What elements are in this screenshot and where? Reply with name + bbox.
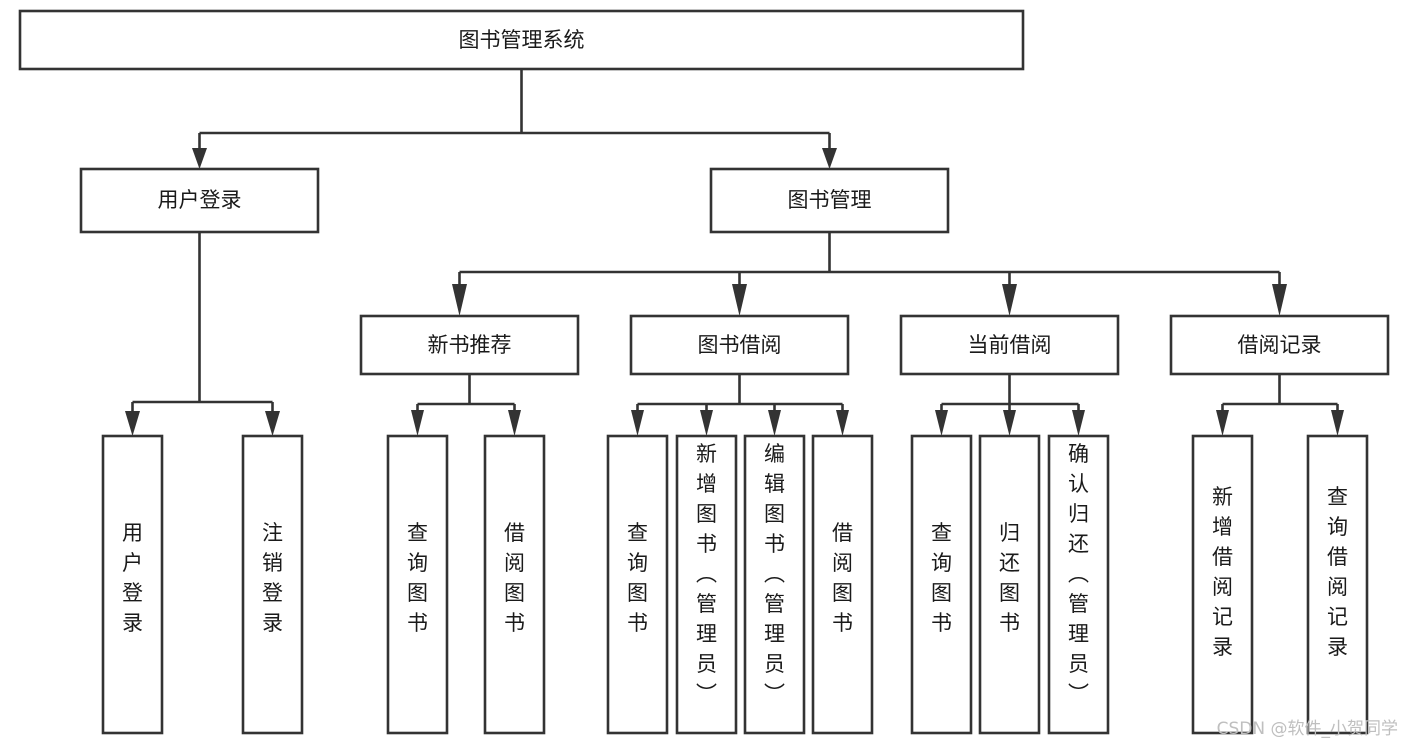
node-leaf-user-login-label: 用户登录 [122, 521, 143, 635]
node-user-login-label: 用户登录 [158, 188, 242, 212]
node-leaf-add-record-label: 新增借阅记录 [1212, 485, 1233, 659]
node-leaf-logout-label: 注销登录 [262, 521, 283, 635]
node-leaf-logout[interactable]: 注销登录 [241, 434, 304, 735]
node-leaf-edit-book[interactable]: 编辑图书︵管理员︶ [743, 434, 806, 735]
node-leaf-borrow-book-1-box[interactable] [483, 434, 546, 735]
node-leaf-return-book-label: 归还图书 [999, 521, 1020, 635]
node-leaf-confirm-return-label: 确认归还︵管理员︶ [1068, 442, 1089, 706]
node-leaf-query-record[interactable]: 查询借阅记录 [1306, 434, 1369, 735]
arrow-to-leaf-edit-book [768, 410, 781, 436]
node-book-borrow[interactable]: 图书借阅 [629, 314, 850, 376]
node-root-box[interactable] [18, 9, 1025, 71]
node-leaf-query-book-2-box[interactable] [606, 434, 669, 735]
node-leaf-query-book-1-label: 查询图书 [407, 521, 428, 635]
node-leaf-borrow-book-2[interactable]: 借阅图书 [811, 434, 874, 735]
node-leaf-user-login-box[interactable] [101, 434, 164, 735]
node-leaf-return-book[interactable]: 归还图书 [978, 434, 1041, 735]
arrow-to-new-book-rec [452, 284, 467, 316]
arrow-to-leaf-query-book-2 [631, 410, 644, 436]
node-borrow-record[interactable]: 借阅记录 [1169, 314, 1390, 376]
node-leaf-edit-book-label: 编辑图书︵管理员︶ [764, 442, 785, 706]
node-current-borrow[interactable]: 当前借阅 [899, 314, 1120, 376]
node-new-book-rec-box[interactable] [359, 314, 580, 376]
node-user-login-box[interactable] [79, 167, 320, 234]
node-new-book-rec-label: 新书推荐 [428, 333, 512, 357]
arrow-to-leaf-return-book [1003, 410, 1016, 436]
node-book-manage[interactable]: 图书管理 [709, 167, 950, 234]
arrow-to-leaf-user-login [125, 411, 140, 436]
node-leaf-query-book-1-box[interactable] [386, 434, 449, 735]
node-book-manage-label: 图书管理 [788, 188, 872, 212]
node-book-borrow-box[interactable] [629, 314, 850, 376]
arrow-to-leaf-logout [265, 411, 280, 436]
node-root[interactable]: 图书管理系统 [18, 9, 1025, 71]
arrow-to-leaf-add-record [1216, 410, 1229, 436]
arrow-to-leaf-add-book [700, 410, 713, 436]
node-leaf-query-book-3-label: 查询图书 [931, 521, 952, 635]
node-leaf-edit-book-box[interactable] [743, 434, 806, 735]
watermark-label: CSDN @软件_小贺同学 [1217, 719, 1398, 739]
node-leaf-query-book-1[interactable]: 查询图书 [386, 434, 449, 735]
node-leaf-add-book-box[interactable] [675, 434, 738, 735]
arrow-root-to-book-manage [822, 148, 837, 169]
node-leaf-add-book-label: 新增图书︵管理员︶ [696, 442, 717, 706]
connector-layer [125, 69, 1344, 436]
arrow-to-book-borrow [732, 284, 747, 316]
arrow-to-current-borrow [1002, 284, 1017, 316]
node-leaf-add-record[interactable]: 新增借阅记录 [1191, 434, 1254, 735]
node-leaf-logout-box[interactable] [241, 434, 304, 735]
node-leaf-query-record-box[interactable] [1306, 434, 1369, 735]
arrow-to-leaf-query-book-1 [411, 410, 424, 436]
node-borrow-record-box[interactable] [1169, 314, 1390, 376]
node-leaf-borrow-book-2-box[interactable] [811, 434, 874, 735]
node-current-borrow-label: 当前借阅 [968, 333, 1052, 357]
node-leaf-add-book[interactable]: 新增图书︵管理员︶ [675, 434, 738, 735]
arrow-to-leaf-borrow-book-1 [508, 410, 521, 436]
node-leaf-confirm-return-box[interactable] [1047, 434, 1110, 735]
node-leaf-add-record-box[interactable] [1191, 434, 1254, 735]
arrow-to-leaf-query-record [1331, 410, 1344, 436]
node-current-borrow-box[interactable] [899, 314, 1120, 376]
node-book-borrow-label: 图书借阅 [698, 333, 782, 357]
arrow-to-leaf-confirm-return [1072, 410, 1085, 436]
node-leaf-borrow-book-1[interactable]: 借阅图书 [483, 434, 546, 735]
node-leaf-borrow-book-2-label: 借阅图书 [832, 521, 853, 635]
node-leaf-borrow-book-1-label: 借阅图书 [504, 521, 525, 635]
node-user-login[interactable]: 用户登录 [79, 167, 320, 234]
node-borrow-record-label: 借阅记录 [1238, 333, 1322, 357]
node-leaf-query-book-3[interactable]: 查询图书 [910, 434, 973, 735]
node-new-book-rec[interactable]: 新书推荐 [359, 314, 580, 376]
node-leaf-user-login[interactable]: 用户登录 [101, 434, 164, 735]
arrow-to-borrow-record [1272, 284, 1287, 316]
node-leaf-return-book-box[interactable] [978, 434, 1041, 735]
arrow-to-leaf-borrow-book-2 [836, 410, 849, 436]
node-leaf-confirm-return[interactable]: 确认归还︵管理员︶ [1047, 434, 1110, 735]
node-root-label: 图书管理系统 [459, 28, 585, 52]
node-leaf-query-record-label: 查询借阅记录 [1327, 485, 1348, 659]
arrow-to-leaf-query-book-3 [935, 410, 948, 436]
node-leaf-query-book-3-box[interactable] [910, 434, 973, 735]
arrow-root-to-user-login [192, 148, 207, 169]
node-leaf-query-book-2[interactable]: 查询图书 [606, 434, 669, 735]
node-leaf-query-book-2-label: 查询图书 [627, 521, 648, 635]
node-book-manage-box[interactable] [709, 167, 950, 234]
